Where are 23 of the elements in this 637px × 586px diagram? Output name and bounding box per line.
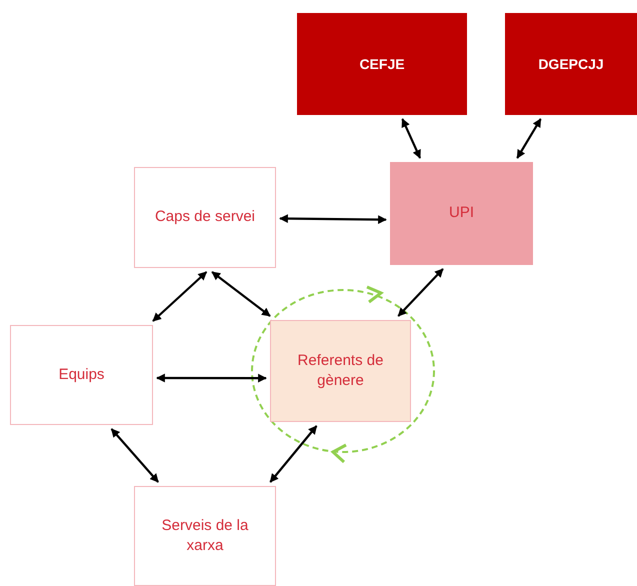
box-label: DGEPCJJ	[537, 54, 605, 74]
double-arrow	[156, 374, 267, 383]
box-label: Referents de gènere	[296, 350, 384, 391]
organization-box	[297, 13, 467, 115]
double-arrow	[110, 428, 159, 483]
box-label: Caps de servei	[154, 207, 256, 228]
double-arrow	[516, 118, 542, 159]
unit-box	[390, 162, 533, 265]
box-label: Equips	[58, 364, 106, 385]
double-arrow	[279, 214, 387, 224]
box-label: UPI	[448, 203, 475, 224]
box-label: CEFJE	[358, 54, 406, 74]
organization-box	[505, 13, 637, 115]
box-label: Serveis de la xarxa	[160, 516, 250, 556]
double-arrow	[152, 271, 208, 322]
group-box	[134, 486, 276, 586]
double-arrow	[211, 271, 271, 317]
group-box	[134, 167, 276, 268]
double-arrow	[269, 425, 318, 483]
double-arrow	[401, 118, 422, 159]
group-box	[10, 325, 153, 425]
double-arrow	[398, 268, 444, 317]
role-box	[270, 320, 411, 422]
